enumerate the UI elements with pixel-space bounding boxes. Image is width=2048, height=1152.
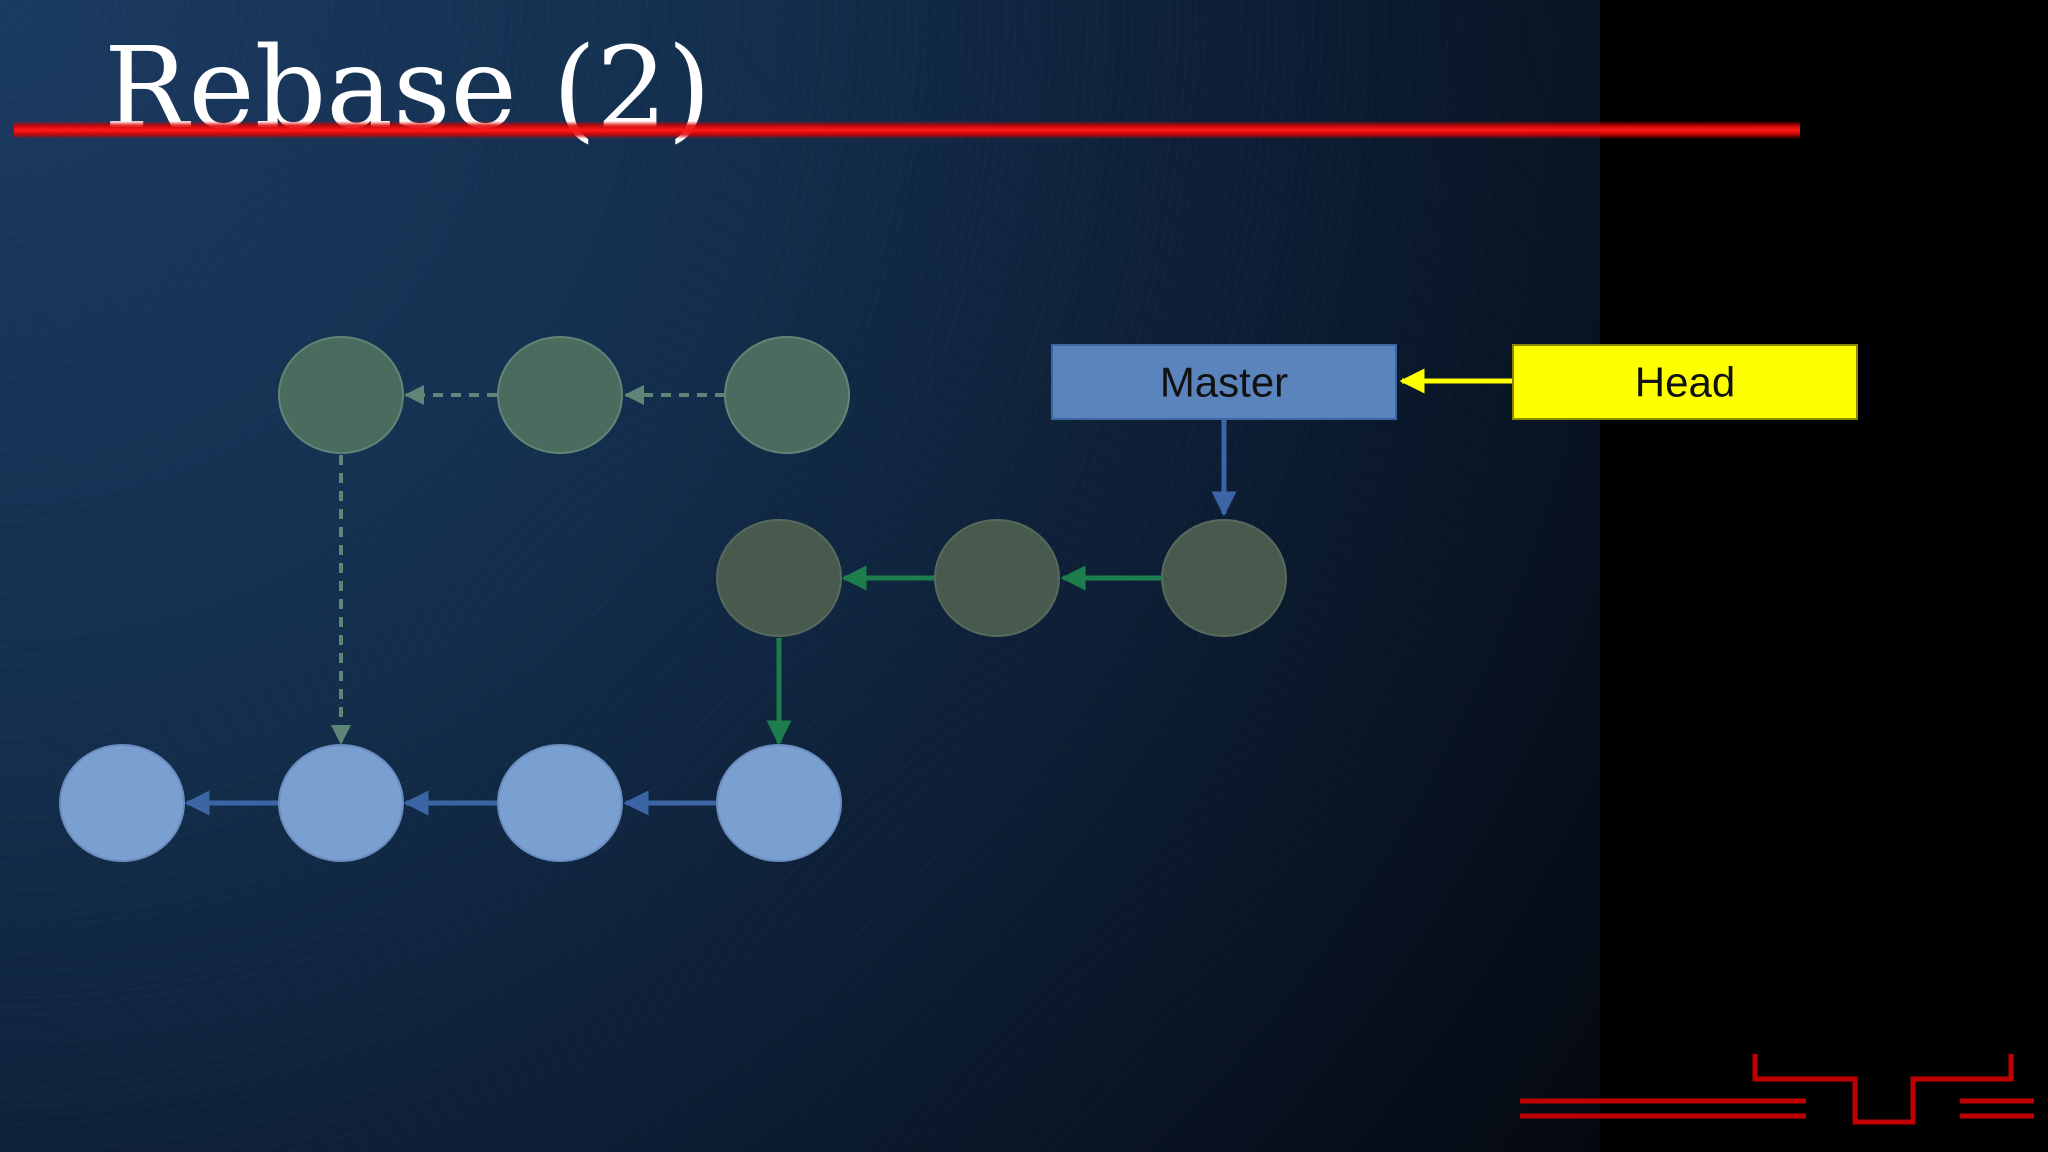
old-commit-2 (497, 336, 623, 454)
rebased-commit-2 (934, 519, 1060, 637)
rebased-commit-1 (716, 519, 842, 637)
base-commit-chain (59, 744, 842, 862)
head-pointer-box: Head (1512, 344, 1858, 420)
old-commit-3 (724, 336, 850, 454)
master-label: Master (1160, 359, 1288, 406)
base-commit-4 (716, 744, 842, 862)
old-commit-chain (278, 336, 850, 745)
master-branch-box: Master (1051, 344, 1397, 420)
base-commit-3 (497, 744, 623, 862)
rebased-commit-3 (1161, 519, 1287, 637)
head-label: Head (1635, 359, 1735, 406)
old-commit-1 (278, 336, 404, 454)
master-box-rect (1051, 344, 1397, 420)
branch-pointers: Master Head (1051, 344, 1858, 517)
head-box-rect (1512, 344, 1858, 420)
rebased-commit-chain (716, 519, 1287, 746)
base-commit-2 (278, 744, 404, 862)
title-underline (14, 121, 1800, 139)
base-commit-1 (59, 744, 185, 862)
